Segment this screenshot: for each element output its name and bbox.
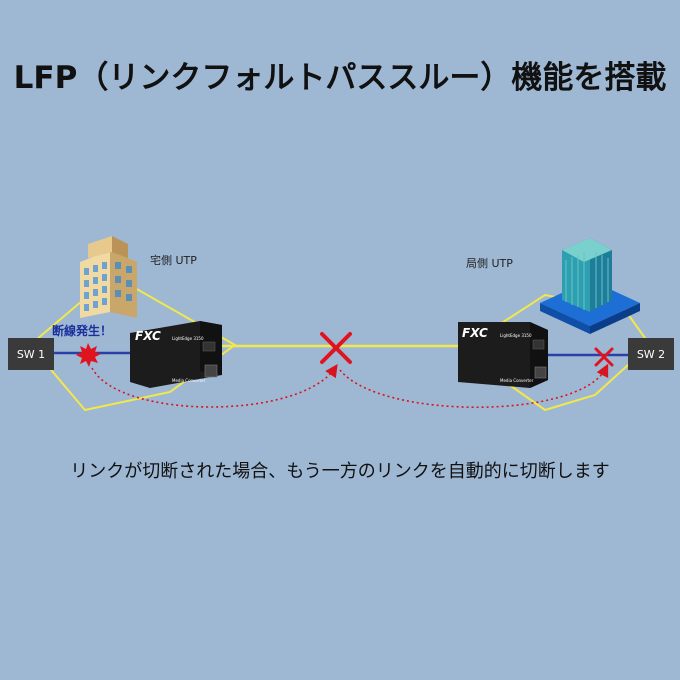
switch-2: SW 2: [628, 338, 674, 370]
right-device-model: LightEdge 3150: [500, 333, 532, 338]
page-title: LFP（リンクフォルトパススルー）機能を搭載: [13, 60, 667, 96]
break-burst-icon: [76, 343, 101, 367]
right-side-label: 局側 UTP: [466, 257, 513, 270]
switch-2-label: SW 2: [637, 348, 665, 361]
station-building-icon: [540, 238, 640, 334]
media-converter-right: FXC LightEdge 3150 Media Converter: [458, 322, 548, 388]
left-device-brand: FXC: [135, 329, 161, 343]
diagram-caption: リンクが切断された場合、もう一方のリンクを自動的に切断します: [70, 461, 610, 482]
office-building-icon: [80, 236, 137, 318]
left-device-model: LightEdge 3150: [172, 336, 204, 341]
right-device-brand: FXC: [462, 326, 488, 340]
switch-1: SW 1: [8, 338, 54, 370]
utp-cut-cross-icon: [594, 347, 614, 367]
right-device-caption: Media Converter: [500, 378, 534, 383]
alert-label: 断線発生！: [52, 323, 112, 338]
switch-1-label: SW 1: [17, 348, 45, 361]
media-converter-left: FXC LightEdge 3150 Media Converter: [130, 321, 222, 388]
propagation-arrow-left: [91, 364, 338, 408]
propagation-arrow-right: [339, 363, 609, 409]
fiber-cut-cross-icon: [320, 332, 352, 364]
left-device-caption: Media Converter: [172, 378, 206, 383]
left-side-label: 宅側 UTP: [150, 253, 197, 267]
